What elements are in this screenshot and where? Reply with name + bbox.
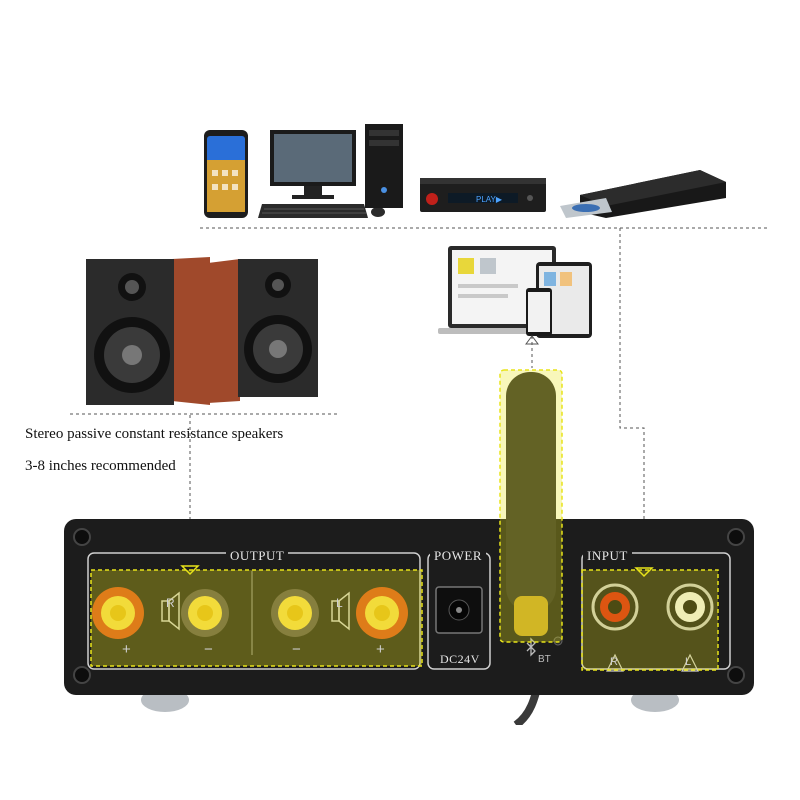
dc-voltage-label: DC24V <box>436 652 484 667</box>
rca-input-left <box>666 583 714 631</box>
bluetooth-symbol-icon <box>526 637 536 657</box>
bluetooth-antenna <box>506 372 556 636</box>
output-terminal-r-minus <box>181 589 229 637</box>
power-label: POWER <box>430 548 486 564</box>
speakers-divider <box>70 413 340 415</box>
input-arrow-icon <box>634 567 654 578</box>
media-player-icon: PLAY▶ <box>420 178 546 212</box>
source-devices: PLAY▶ <box>200 124 770 229</box>
terminal-label: − <box>204 641 213 658</box>
input-marker-triangles <box>606 653 699 672</box>
pc-tower-icon <box>365 124 403 208</box>
bt-label: BT <box>538 654 551 665</box>
input-terminal-label: R <box>610 656 618 668</box>
output-arrow-icon <box>180 565 200 576</box>
smartphone-icon <box>204 130 248 218</box>
phone-small-icon <box>526 288 552 336</box>
output-label: OUTPUT <box>226 548 289 564</box>
speakers-image <box>86 257 318 405</box>
output-terminal-l-plus <box>356 587 408 639</box>
input-label: INPUT <box>583 548 632 564</box>
bluetooth-devices <box>438 246 592 338</box>
speaker-symbol-icon <box>161 591 350 631</box>
input-terminal-label: L <box>685 656 692 668</box>
terminal-label: L <box>336 596 343 610</box>
terminal-label: + <box>122 641 131 658</box>
indicator-led <box>553 636 563 646</box>
dc-power-jack <box>435 586 483 634</box>
left-speaker-icon <box>86 257 210 405</box>
player-display: PLAY▶ <box>476 195 503 204</box>
screw-icons <box>73 528 745 684</box>
input-highlight <box>581 569 719 671</box>
desktop-monitor-icon <box>270 130 356 199</box>
output-highlight <box>90 569 423 667</box>
disc-player-icon <box>560 170 726 218</box>
speakers-size-caption: 3-8 inches recommended <box>25 458 176 474</box>
right-speaker-icon <box>208 259 318 403</box>
terminal-label: − <box>292 641 301 658</box>
antenna-highlight <box>499 369 563 643</box>
tablet-icon <box>536 262 592 338</box>
terminal-label: + <box>376 641 385 658</box>
output-terminal-r-plus <box>92 587 144 639</box>
terminal-label: R <box>166 596 175 610</box>
mouse-icon <box>371 207 385 217</box>
output-terminal-l-minus <box>271 589 319 637</box>
speakers-caption: Stereo passive constant resistance speak… <box>25 426 284 442</box>
keyboard-icon <box>258 204 368 218</box>
rca-input-right <box>591 583 639 631</box>
